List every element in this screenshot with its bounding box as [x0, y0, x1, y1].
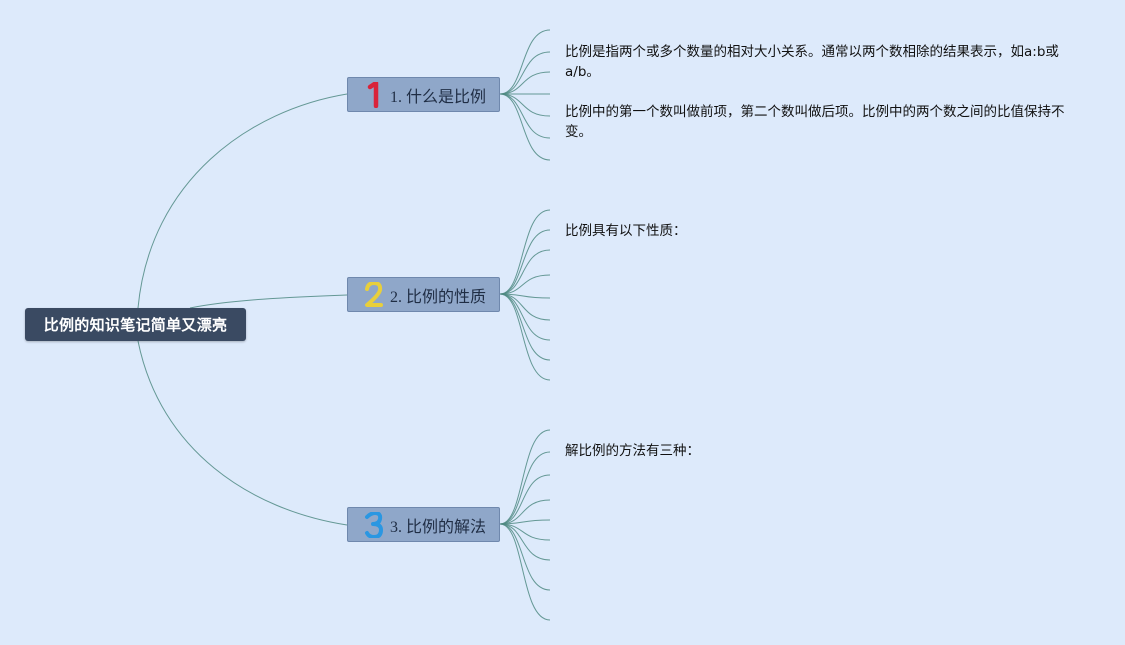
branch-1-subline-5	[499, 93, 551, 117]
branch-topic-1[interactable]: 1. 什么是比例	[347, 77, 500, 112]
number-two-icon	[362, 280, 386, 310]
number-one-icon	[362, 80, 386, 110]
leaf-text[interactable]: 比例中的第一个数叫做前项，第二个数叫做后项。比例中的两个数之间的比值保持不变。	[565, 104, 1065, 140]
leaf-text[interactable]: 解比例的方法有三种：	[565, 443, 700, 459]
branch-1-subline-7	[499, 93, 551, 161]
branch-topic-3[interactable]: 3. 比例的解法	[347, 507, 500, 542]
branch-1-subline-2	[499, 51, 551, 95]
number-three-icon	[362, 510, 386, 540]
branch-3-subline-3	[499, 474, 551, 525]
branch-topic-2-label: 2. 比例的性质	[390, 288, 487, 306]
leaf-text[interactable]: 比例是指两个或多个数量的相对大小关系。通常以两个数相除的结果表示，如a:b或a/…	[565, 44, 1059, 80]
branch-2-subline-8	[499, 293, 551, 361]
branch-3-subline-4	[499, 499, 551, 525]
branch-1-subline-6	[499, 93, 551, 139]
root-to-branch-1-line	[137, 93, 348, 309]
root-to-branch-2-line	[189, 294, 348, 309]
branch-3-subline-7	[499, 523, 551, 561]
root-topic-label: 比例的知识笔记简单又漂亮	[43, 316, 228, 334]
root-topic[interactable]: 比例的知识笔记简单又漂亮	[25, 308, 246, 341]
leaf-text[interactable]: 比例具有以下性质：	[565, 223, 687, 239]
branch-2-subline-9	[499, 293, 551, 381]
branch-2-subline-4	[499, 274, 551, 295]
branch-2-subline-6	[499, 293, 551, 321]
root-to-branch-3-line	[137, 340, 348, 526]
branch-3-subline-1	[499, 429, 551, 525]
branch-topic-2[interactable]: 2. 比例的性质	[347, 277, 500, 312]
branch-2-subline-1	[499, 209, 551, 295]
branch-topic-3-label: 3. 比例的解法	[390, 518, 487, 536]
branch-1-subline-3	[499, 71, 551, 95]
branch-3-subline-9	[499, 523, 551, 621]
branch-2-subline-3	[499, 249, 551, 295]
branch-2-subline-2	[499, 229, 551, 295]
branch-topic-1-label: 1. 什么是比例	[390, 88, 487, 106]
branch-1-subline-1	[499, 29, 551, 95]
branch-3-subline-2	[499, 451, 551, 525]
branch-3-subline-8	[499, 523, 551, 591]
